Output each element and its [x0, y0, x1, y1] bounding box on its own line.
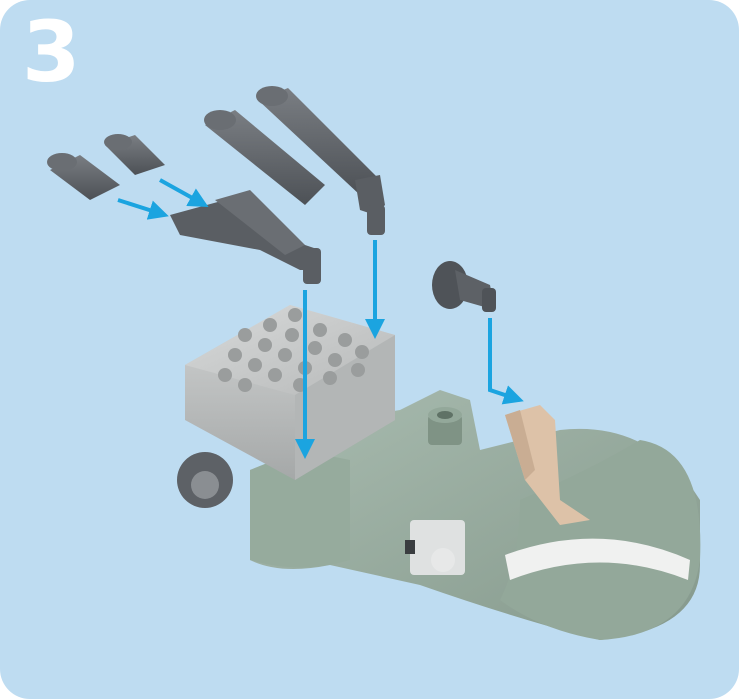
assembly-arrow-icon [118, 200, 165, 215]
assembly-arrow-icon [490, 318, 520, 400]
round-peg [432, 261, 496, 312]
side-knob [177, 452, 233, 508]
assembly-arrow-icon [160, 180, 205, 205]
